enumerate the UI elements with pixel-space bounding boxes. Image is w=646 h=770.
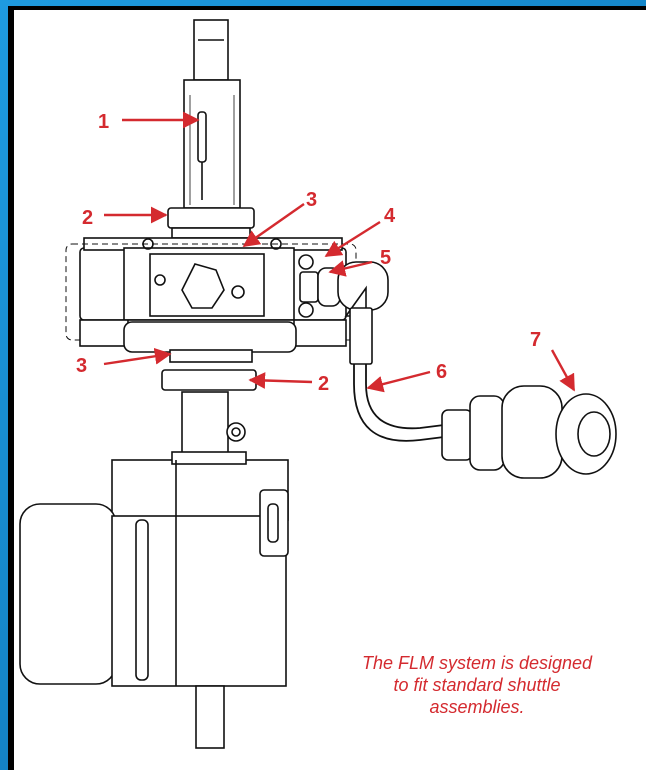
callout-3a: 3 [306,189,317,211]
callout-5: 5 [380,247,391,269]
callout-2b: 2 [318,373,329,395]
callout-6: 6 [436,361,447,383]
arrow-3b [103,347,172,366]
arrow-6 [366,370,431,393]
callout-arrows [103,111,576,393]
callout-2a: 2 [82,207,93,229]
callout-3b: 3 [76,355,87,377]
arrow-2b [248,372,313,389]
arrow-3a [242,203,305,247]
callout-7: 7 [530,329,541,351]
arrow-7 [550,349,576,392]
arrow-5 [328,260,373,277]
line-art [19,19,617,749]
callout-1: 1 [98,111,109,133]
callout-4: 4 [384,205,396,227]
arrow-4 [324,220,381,258]
caption-text: The FLM system is designed to fit standa… [361,653,593,717]
